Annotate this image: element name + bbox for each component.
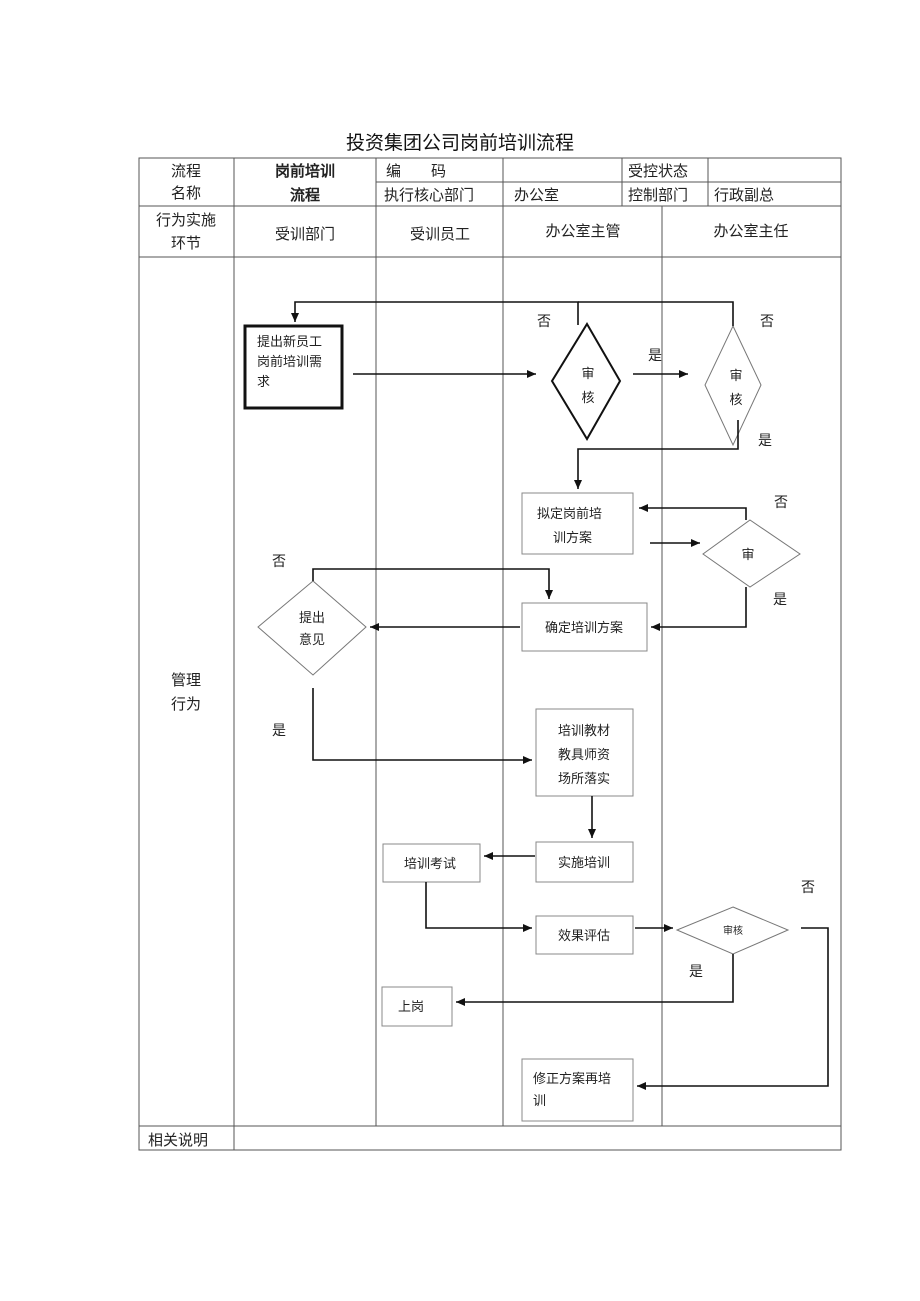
edge-review4-yes (456, 954, 734, 1006)
edge-opinion-yes (312, 688, 532, 764)
edge-labels: 否 否 是 是 否 是 否 是 否 是 (272, 314, 815, 980)
label-review4-yes: 是 (689, 964, 703, 980)
node-evaluate-label: 效果评估 (558, 929, 610, 944)
edge-exam-to-evaluate (425, 882, 532, 932)
label-review4-no: 否 (801, 880, 815, 896)
node-prepare-line-1: 培训教材 (558, 723, 610, 739)
row-label-2: 行为 (171, 695, 201, 713)
flow-label-2: 名称 (171, 184, 201, 202)
flow-name-1: 岗前培训 (275, 162, 335, 180)
node-review-3 (702, 519, 801, 588)
node-exam-label: 培训考试 (404, 856, 456, 872)
node-review-2-line-1: 审 (729, 369, 742, 384)
lane-header-office-supervisor: 办公室主管 (545, 222, 620, 240)
label-review3-yes: 是 (773, 592, 787, 608)
node-review-1-line-1: 审 (581, 367, 594, 382)
node-evaluate (535, 915, 634, 955)
node-review-3-label: 审 (741, 548, 754, 563)
table-grid (138, 157, 842, 1151)
page-title: 投资集团公司岗前培训流程 (345, 132, 574, 154)
exec-dept-value: 办公室 (514, 186, 559, 204)
node-propose-need (243, 324, 344, 410)
edge-review3-no (639, 504, 747, 520)
node-draft-plan (521, 492, 634, 555)
node-prepare-line-3: 场所落实 (558, 772, 610, 787)
edge-review2-yes (574, 420, 739, 489)
node-give-opinion-line-2: 意见 (299, 632, 325, 648)
edge-review4-no (637, 927, 829, 1090)
flow-name-2: 流程 (290, 186, 320, 204)
node-review-4-label: 审核 (723, 924, 743, 937)
node-draft-plan-line-1: 拟定岗前培 (537, 506, 602, 522)
node-propose-need-line-2: 岗前培训需 (257, 354, 322, 370)
control-dept-label: 控制部门 (628, 186, 688, 204)
code-label: 编 码 (386, 162, 446, 180)
edge-review1-no (291, 301, 579, 325)
control-dept-value: 行政副总 (714, 186, 774, 204)
label-review1-yes: 是 (648, 348, 662, 364)
node-review-1-line-2: 核 (581, 391, 594, 406)
node-give-opinion-line-1: 提出 (299, 610, 325, 626)
edge-opinion-no (312, 568, 553, 599)
header: 流程 名称 岗前培训 流程 编 码 受控状态 执行核心部门 办公室 控制部门 行… (148, 162, 789, 1149)
node-onboard (381, 986, 453, 1027)
label-review1-no: 否 (537, 314, 551, 330)
label-opinion-yes: 是 (272, 723, 286, 739)
exec-dept-label: 执行核心部门 (384, 186, 474, 204)
controlled-status-label: 受控状态 (628, 162, 688, 180)
nodes: 提出新员工 岗前培训需 求 审 核 审 核 拟定岗前培 训方案 审 确定培训方案… (243, 322, 801, 1122)
node-prepare (535, 708, 634, 797)
lane-header-trainee-dept: 受训部门 (275, 225, 335, 243)
lane-header-office-director: 办公室主任 (713, 222, 788, 240)
stage-label-2: 环节 (171, 234, 201, 252)
node-prepare-line-2: 教具师资 (558, 747, 610, 763)
footer-label: 相关说明 (148, 1131, 208, 1149)
node-implement-label: 实施培训 (558, 855, 610, 871)
label-opinion-no: 否 (272, 554, 286, 570)
label-review2-no: 否 (760, 314, 774, 330)
stage-label-1: 行为实施 (156, 211, 216, 229)
node-review-1 (550, 322, 622, 441)
node-onboard-label: 上岗 (398, 1000, 424, 1015)
node-exam (382, 843, 481, 883)
label-review2-yes: 是 (758, 433, 772, 449)
node-revise-line-2: 训 (533, 1094, 546, 1109)
flow-label-1: 流程 (171, 162, 201, 180)
node-confirm-plan (521, 602, 648, 652)
edges (291, 301, 829, 1090)
node-propose-need-line-1: 提出新员工 (257, 334, 322, 350)
edge-review2-no (578, 301, 734, 326)
label-review3-no: 否 (774, 495, 788, 511)
node-revise-line-1: 修正方案再培 (533, 1071, 611, 1087)
node-confirm-plan-label: 确定培训方案 (545, 620, 623, 636)
node-draft-plan-line-2: 训方案 (553, 530, 592, 546)
node-revise (521, 1058, 634, 1122)
node-propose-need-line-3: 求 (257, 375, 270, 390)
edge-review3-yes (651, 587, 747, 631)
node-give-opinion (257, 580, 367, 676)
lane-header-trainee: 受训员工 (410, 225, 470, 243)
node-implement (535, 841, 634, 883)
node-review-2-line-2: 核 (729, 393, 742, 408)
node-review-2 (704, 324, 762, 447)
row-label-1: 管理 (171, 671, 201, 689)
